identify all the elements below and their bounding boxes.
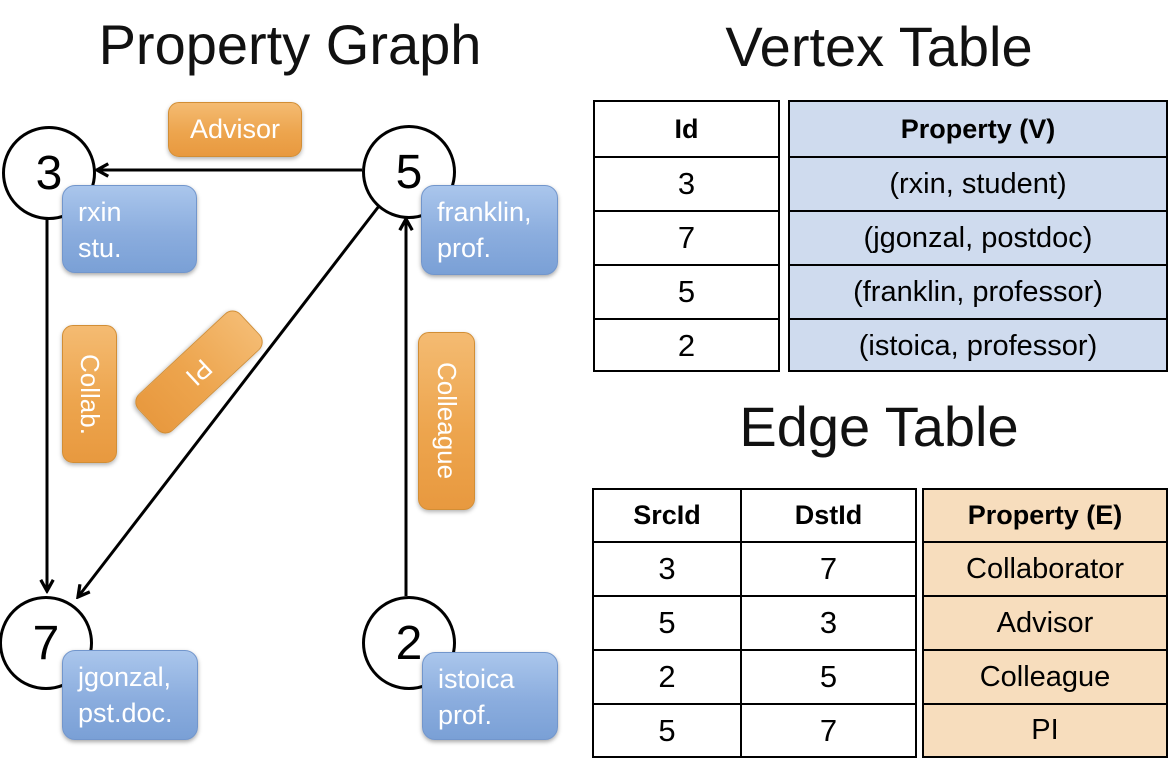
- node-id-label: 3: [35, 146, 63, 200]
- vertex-table-cell-id: 7: [595, 212, 778, 266]
- edge-arrow-5-to-7: [78, 205, 381, 597]
- vertex-table-header-id: Id: [595, 102, 778, 158]
- node-id-label: 5: [395, 145, 423, 199]
- vertex-table-property-column: Property (V) (rxin, student) (jgonzal, p…: [788, 100, 1168, 372]
- vertex-table-cell-property: (franklin, professor): [790, 266, 1166, 320]
- card-line: franklin,: [437, 197, 532, 227]
- edge-table-srcid-column: SrcId 3 5 2 5: [594, 490, 742, 756]
- property-graph-title: Property Graph: [98, 13, 482, 76]
- card-line: pst.doc.: [78, 698, 173, 728]
- card-line: prof.: [438, 700, 493, 730]
- edge-table-cell-property: PI: [1031, 714, 1059, 746]
- vertex-property-card-2: istoica prof.: [422, 652, 558, 740]
- vertex-property-card-5: franklin, prof.: [421, 185, 558, 275]
- node-id-label: 2: [395, 616, 423, 670]
- vertex-table-title: Vertex Table: [725, 15, 1033, 78]
- edge-table-dstid-column: DstId 7 3 5 7: [742, 490, 915, 756]
- vertex-table-cell-property: (rxin, student): [790, 158, 1166, 212]
- edge-table-cell-dstid: 3: [742, 597, 915, 651]
- edge-table-header-dstid: DstId: [742, 490, 915, 543]
- card-line: stu.: [78, 233, 122, 263]
- vertex-table-cell-id: 2: [677, 328, 696, 363]
- edge-table-cell-srcid: 5: [658, 712, 676, 748]
- card-line: istoica: [438, 664, 515, 694]
- edge-table-cell-srcid: 2: [594, 651, 740, 705]
- vertex-table-cell-id: 5: [595, 266, 778, 320]
- edge-table-cell-dstid: 5: [742, 651, 915, 705]
- edge-table-cell-dstid: 7: [819, 712, 838, 748]
- edge-label-collab: Collab.: [62, 325, 117, 463]
- edge-label-colleague: Colleague: [418, 332, 475, 510]
- edge-table-cell-dstid: 7: [742, 543, 915, 597]
- vertex-table-cell-property: (istoica, professor): [858, 329, 1098, 362]
- vertex-table-header-property: Property (V): [790, 102, 1166, 158]
- edge-table-cell-property: Colleague: [924, 651, 1166, 705]
- vertex-property-card-7: jgonzal, pst.doc.: [62, 650, 198, 740]
- edge-table-header-property: Property (E): [924, 490, 1166, 543]
- edge-table-property-column: Property (E) Collaborator Advisor Collea…: [922, 488, 1168, 758]
- node-id-label: 7: [32, 616, 60, 670]
- edge-table-cell-srcid: 3: [594, 543, 740, 597]
- edge-table-cell-srcid: 5: [594, 597, 740, 651]
- vertex-table-cell-id: 3: [595, 158, 778, 212]
- card-line: prof.: [437, 233, 492, 263]
- edge-table-title: Edge Table: [739, 395, 1019, 458]
- edge-table-cell-property: Collaborator: [924, 543, 1166, 597]
- vertex-property-card-3: rxin stu.: [62, 185, 197, 273]
- card-line: rxin: [78, 197, 122, 227]
- card-line: jgonzal,: [78, 662, 172, 692]
- vertex-table-id-column: Id 3 7 5 2: [593, 100, 780, 372]
- edge-table-header-srcid: SrcId: [594, 490, 740, 543]
- vertex-table-cell-property: (jgonzal, postdoc): [790, 212, 1166, 266]
- edge-table-cell-property: Advisor: [924, 597, 1166, 651]
- edge-table-id-columns: SrcId 3 5 2 5 DstId 7 3 5 7: [592, 488, 917, 758]
- edge-label-advisor: Advisor: [168, 102, 302, 157]
